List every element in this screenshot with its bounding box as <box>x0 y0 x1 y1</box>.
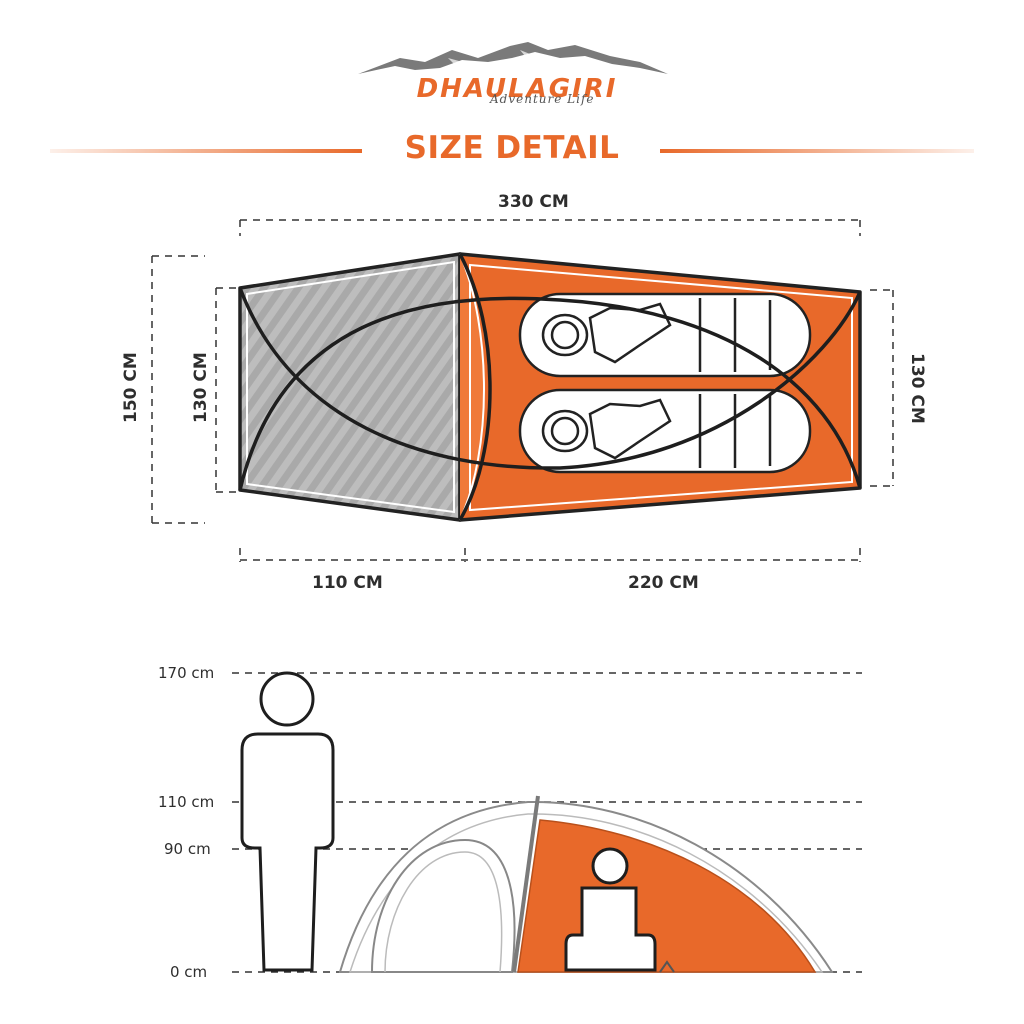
inner-width-label: 130 CM <box>907 353 927 424</box>
vestibule-area <box>238 252 462 522</box>
tent-poles <box>238 253 862 521</box>
inner-length-label: 220 CM <box>628 573 699 593</box>
sleeping-bags <box>518 292 812 474</box>
person-figure <box>240 671 335 972</box>
page-title: SIZE DETAIL <box>404 130 620 166</box>
height-label-peak: 110 cm <box>158 793 215 811</box>
total-length-label: 330 CM <box>498 192 569 212</box>
height-label-inner: 90 cm <box>164 840 211 858</box>
vestibule-width-label: 130 CM <box>191 352 211 423</box>
height-lines <box>232 672 862 973</box>
logo-brand: DHAULAGIRI <box>416 74 618 104</box>
tent-side-view <box>338 795 834 973</box>
vestibule-length-label: 110 CM <box>312 573 383 593</box>
inner-tent-area <box>458 252 862 522</box>
dimension-lines <box>151 219 894 562</box>
outer-width-label: 150 CM <box>121 352 141 423</box>
logo-tagline: Adventure Life <box>490 92 595 106</box>
height-label-person: 170 cm <box>158 664 215 682</box>
height-label-ground: 0 cm <box>170 963 208 981</box>
